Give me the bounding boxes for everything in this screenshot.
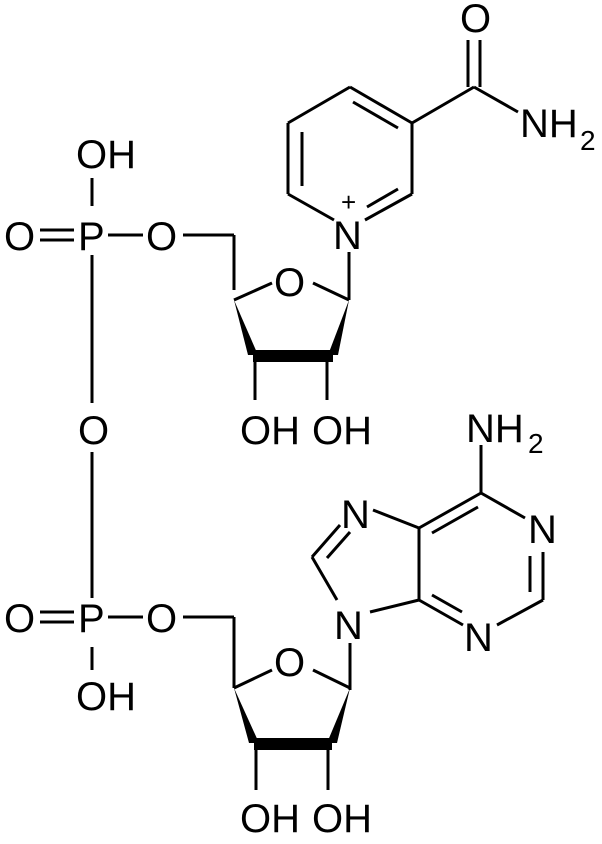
ribose2-ring-o-label: O	[274, 641, 305, 685]
phosphate-group-top: OH O P O	[4, 133, 236, 403]
adenine-nh2-subscript: 2	[528, 428, 544, 459]
phosphate1-p-label: P	[78, 215, 105, 259]
ribose1-oh-right-label: OH	[312, 409, 372, 453]
pyridinium-n-label: N	[333, 214, 362, 258]
ribose2-oh-left-label: OH	[240, 797, 300, 841]
phosphate1-oh-label: OH	[76, 133, 136, 177]
ribose-ring-bottom: O OH OH	[233, 641, 372, 841]
adenine-n9-label: N	[334, 604, 363, 648]
phosphate-group-bottom: O P O OH	[4, 597, 236, 719]
adenine-nh2-label: NH	[466, 407, 524, 451]
phosphate1-ester-o-label: O	[146, 215, 177, 259]
adenine-group: NH 2 N N N N	[310, 407, 557, 690]
nicotinamide-group: O NH 2 N +	[286, 0, 596, 258]
adenine-n3-label: N	[464, 616, 493, 660]
phosphate2-double-o-label: O	[4, 597, 35, 641]
ribose1-oh-left-label: OH	[240, 409, 300, 453]
ribose1-ring-o-label: O	[274, 261, 305, 305]
positive-charge-label: +	[341, 187, 356, 217]
amide-nh-label: NH	[520, 102, 578, 146]
pyrophosphate-bridge-o-label: O	[78, 409, 109, 453]
phosphate1-double-o-label: O	[4, 215, 35, 259]
amide-nh-subscript: 2	[580, 125, 596, 156]
phosphate2-ester-o-label: O	[146, 597, 177, 641]
adenine-n1-label: N	[528, 508, 557, 552]
ribose-ring-top: O OH OH	[233, 261, 372, 453]
phosphate2-oh-label: OH	[76, 675, 136, 719]
ribose2-oh-right-label: OH	[312, 797, 372, 841]
phosphate2-p-label: P	[78, 597, 105, 641]
adenine-n7-label: N	[341, 493, 370, 537]
amide-oxygen-label: O	[460, 0, 491, 41]
